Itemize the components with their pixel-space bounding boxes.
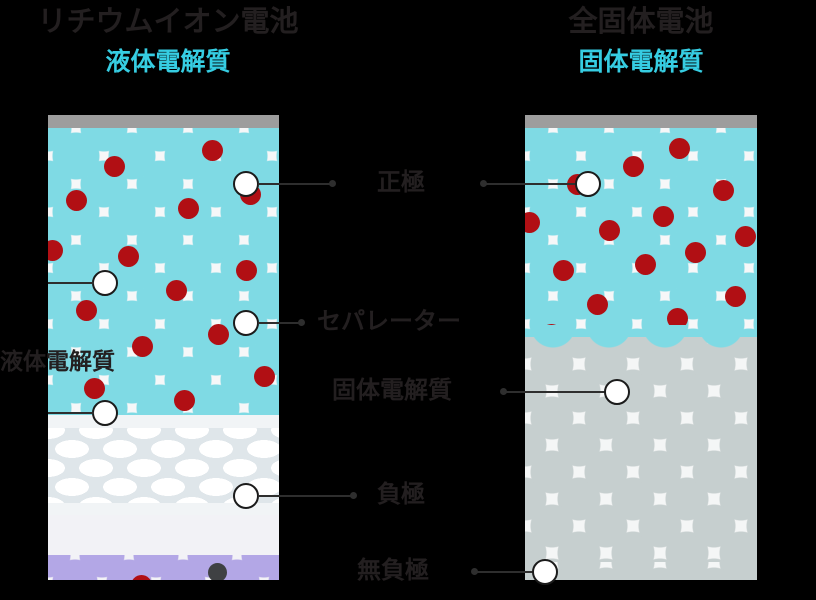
anode-layer-left <box>48 555 279 580</box>
callout-dot-anode-left <box>350 492 357 499</box>
cathode-current-collector-left <box>48 115 279 128</box>
lithium-ion <box>685 242 706 263</box>
callout-bubble-anode-left[interactable] <box>233 483 259 509</box>
lithium-ion <box>669 138 690 159</box>
callout-bubble-separator[interactable] <box>233 310 259 336</box>
callout-line-solid-electrolyte <box>506 391 606 393</box>
lithium-ion <box>66 190 87 211</box>
lithium-ion <box>208 324 229 345</box>
lithium-ion <box>623 156 644 177</box>
callout-bubble-solid-electrolyte[interactable] <box>604 379 630 405</box>
label-anode: 負極 <box>377 481 425 508</box>
liquid-electrolyte-inline-label: 液体電解質 <box>0 348 115 374</box>
lithium-ion <box>132 336 153 357</box>
lithium-ion <box>76 300 97 321</box>
all-solid-state-battery-cell <box>525 115 757 580</box>
cathode-layer-right <box>525 128 757 353</box>
lithium-ion <box>202 140 223 161</box>
lithium-ion <box>174 390 195 411</box>
callout-dot-anode-free <box>471 568 478 575</box>
lithium-ion <box>667 308 688 329</box>
cathode-current-collector-right <box>525 115 757 128</box>
lithium-ion <box>104 156 125 177</box>
cathode-electrolyte-interface <box>525 325 757 357</box>
callout-line-cathode-left <box>258 183 332 185</box>
lithium-ion <box>236 260 257 281</box>
lithium-ion <box>653 206 674 227</box>
callout-line-cathode-right <box>486 183 576 185</box>
carbon-particle <box>208 563 227 580</box>
lithium-ion <box>131 575 152 580</box>
right-panel-title: 全固体電池 <box>568 6 714 38</box>
lithium-ion <box>525 212 540 233</box>
lithium-ion <box>635 254 656 275</box>
lithium-ion <box>254 366 275 387</box>
label-cathode: 正極 <box>377 169 425 196</box>
callout-line-anode-left <box>258 495 353 497</box>
callout-dot-cathode-left <box>329 180 336 187</box>
callout-bubble-liquid-electrolyte-upper[interactable] <box>92 270 118 296</box>
right-panel-subtitle: 固体電解質 <box>578 48 704 76</box>
solid-electrolyte-layer <box>525 337 757 562</box>
lithium-ion <box>713 180 734 201</box>
label-solid-electrolyte: 固体電解質 <box>332 377 452 404</box>
lithium-ion <box>553 260 574 281</box>
lithium-ion <box>178 198 199 219</box>
callout-line-separator <box>258 322 300 324</box>
callout-bubble-cathode-left[interactable] <box>233 171 259 197</box>
callout-line-liquid-electrolyte-upper <box>48 282 94 284</box>
callout-line-liquid-electrolyte-lower <box>48 412 94 414</box>
lithium-ion <box>725 286 746 307</box>
label-separator: セパレーター <box>317 308 461 335</box>
separator-gap-top <box>48 415 279 428</box>
solid-electrolyte-layer-lower <box>525 562 757 580</box>
separator-gap-bottom <box>48 503 279 515</box>
lithium-ion <box>166 280 187 301</box>
left-panel-title: リチウムイオン電池 <box>37 6 299 38</box>
callout-bubble-cathode-right[interactable] <box>575 171 601 197</box>
callout-dot-solid-electrolyte <box>500 388 507 395</box>
lithium-ion <box>599 220 620 241</box>
callout-dot-separator <box>298 319 305 326</box>
left-panel-subtitle: 液体電解質 <box>105 48 231 76</box>
callout-dot-cathode-right <box>480 180 487 187</box>
lithium-ion <box>735 226 756 247</box>
lithium-ion <box>48 240 63 261</box>
lithium-ion <box>84 378 105 399</box>
callout-line-anode-free <box>477 571 535 573</box>
lithium-ion <box>118 246 139 267</box>
callout-bubble-anode-free[interactable] <box>532 559 558 585</box>
label-anode-free: 無負極 <box>357 557 429 584</box>
callout-bubble-liquid-electrolyte-lower[interactable] <box>92 400 118 426</box>
lithium-ion <box>587 294 608 315</box>
